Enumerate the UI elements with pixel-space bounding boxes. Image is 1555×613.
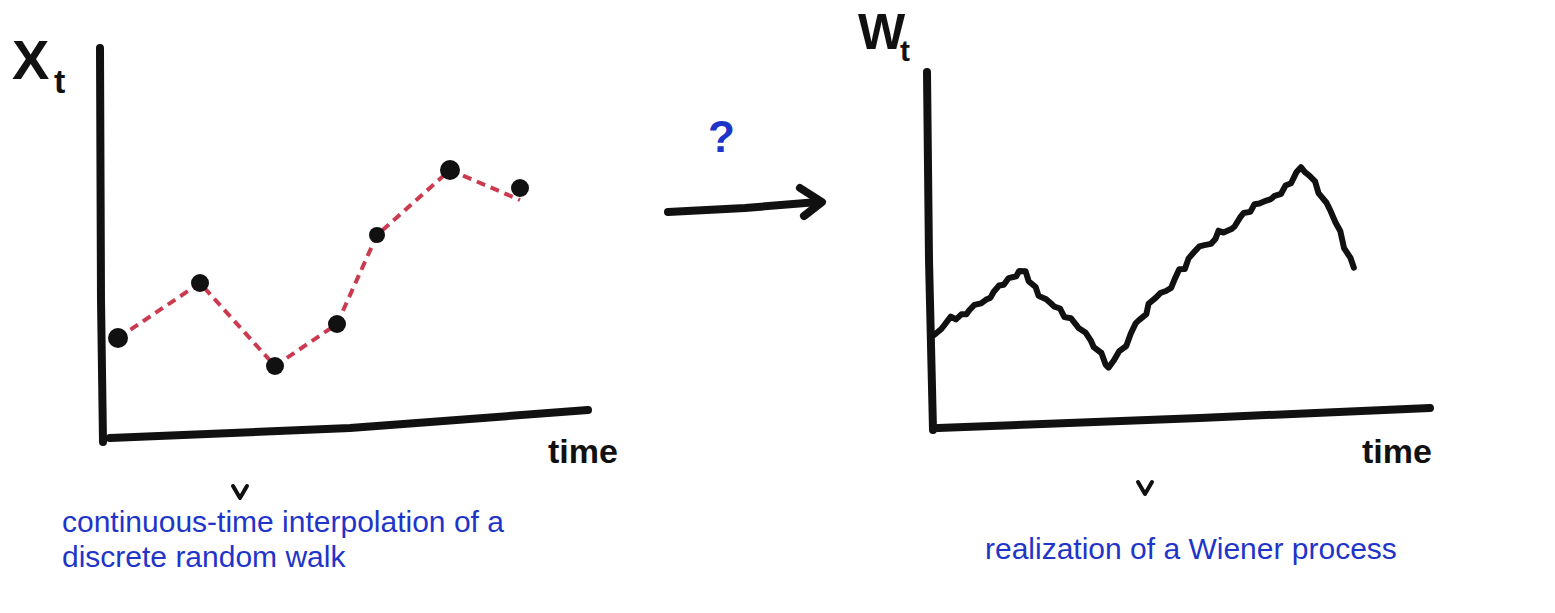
- transform-arrow: [668, 188, 822, 216]
- walk-points: [108, 160, 529, 375]
- y-axis-right: [927, 72, 933, 430]
- walk-point: [108, 328, 128, 348]
- arrow-shaft: [668, 202, 818, 212]
- pointer-marks: [233, 482, 1152, 498]
- walk-point: [369, 227, 385, 243]
- walk-point: [328, 315, 346, 333]
- axis-label: time: [548, 432, 618, 471]
- axis-subscript: t: [900, 34, 910, 69]
- axis-label: W: [858, 4, 905, 62]
- walk-point: [191, 274, 209, 292]
- axis-subscript: t: [54, 62, 65, 101]
- axis-label: time: [1362, 432, 1432, 471]
- arrow-head: [800, 188, 822, 216]
- pointer-mark: [233, 486, 247, 498]
- axis-label: X: [12, 28, 49, 92]
- caption: continuous-time interpolation of a discr…: [62, 505, 532, 574]
- random-walk-interpolation: [118, 170, 520, 366]
- walk-point: [511, 179, 529, 197]
- x-axis-right: [938, 408, 1430, 428]
- question-mark: ?: [708, 112, 735, 163]
- y-axis-left: [100, 48, 103, 442]
- caption: realization of a Wiener process: [985, 532, 1525, 567]
- axes: [100, 48, 1430, 442]
- walk-point: [440, 160, 460, 180]
- wiener-path: [934, 167, 1353, 367]
- pointer-mark: [1138, 482, 1152, 494]
- walk-point: [266, 357, 284, 375]
- x-axis-left: [110, 410, 588, 438]
